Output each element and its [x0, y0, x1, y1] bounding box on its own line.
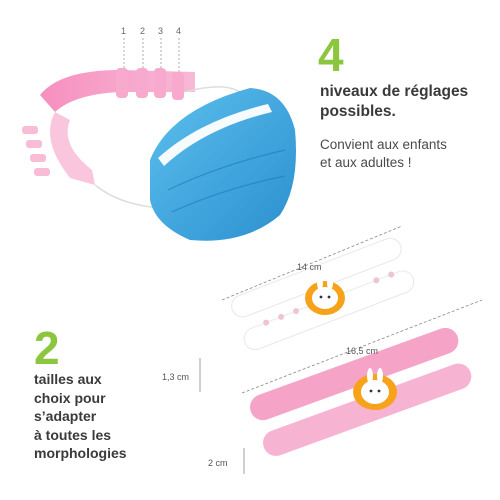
sizes-line-1: tailles aux — [34, 371, 102, 387]
small-height-label: 1,3 cm — [162, 372, 190, 382]
sizes-line-2: choix pour — [34, 389, 106, 406]
small-length-label: 14 cm — [297, 262, 322, 272]
notch-label-1: 1 — [121, 26, 127, 36]
sizes-line-4: à toutes les — [34, 426, 112, 443]
adjustment-headline-line-1: niveaux de réglages — [320, 83, 469, 100]
large-height-label: 2 cm — [208, 458, 228, 468]
adjustment-headline-line-2: possibles. — [320, 103, 396, 120]
dim-large-length — [241, 299, 483, 394]
small-strap — [231, 237, 415, 351]
notch-guides — [123, 38, 180, 76]
large-strap — [250, 327, 472, 456]
dim-small-length — [221, 225, 403, 301]
sizes-description: tailles aux choix pour s’adapter à toute… — [34, 370, 127, 463]
adjustment-count: 4 — [318, 29, 344, 81]
strap-notch-1 — [116, 68, 128, 98]
sizes-count: 2 — [34, 322, 60, 374]
notch-label-2: 2 — [140, 26, 146, 36]
adjustment-note-line-2: et aux adultes ! — [320, 155, 412, 170]
pink-strap-band — [22, 68, 195, 185]
strap-notch-3 — [154, 68, 166, 98]
surgical-mask — [150, 88, 296, 241]
strap-notch-4 — [172, 72, 184, 100]
adjustment-note-line-1: Convient aux enfants — [320, 137, 447, 152]
adjustment-note: Convient aux enfants et aux adultes ! — [320, 136, 447, 172]
dimension-lines — [199, 225, 483, 474]
sizes-line-3: s’adapter — [34, 408, 97, 424]
notch-label-3: 3 — [158, 26, 164, 36]
large-length-label: 16,5 cm — [346, 346, 379, 356]
adjustment-headline: niveaux de réglages possibles. — [320, 82, 468, 122]
notch-label-4: 4 — [176, 26, 182, 36]
sizes-line-5: morphologies — [34, 445, 127, 461]
strap-notch-2 — [136, 68, 148, 98]
